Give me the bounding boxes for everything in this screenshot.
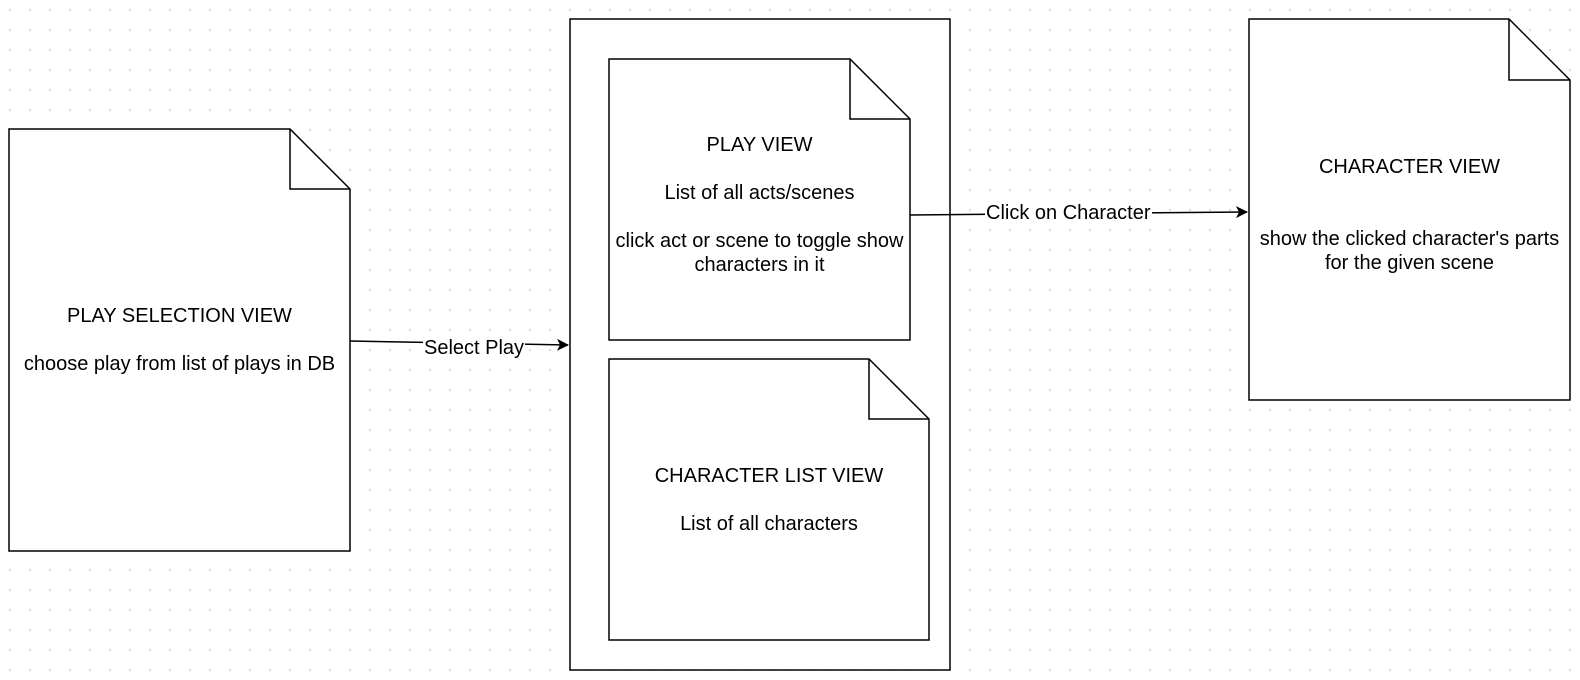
character-view-shape[interactable] <box>1248 18 1571 401</box>
play-view-acts-line: List of all acts/scenes <box>664 182 855 204</box>
play-selection-view-title: PLAY SELECTION VIEW <box>67 305 292 327</box>
click-character-label: Click on Character <box>985 201 1152 225</box>
character-list-view-text: CHARACTER LIST VIEW List of all characte… <box>609 440 929 560</box>
character-list-view-title: CHARACTER LIST VIEW <box>654 465 884 487</box>
play-view-title: PLAY VIEW <box>706 134 813 156</box>
play-selection-view-text: PLAY SELECTION VIEW choose play from lis… <box>9 250 350 430</box>
character-list-view-description: List of all characters <box>680 513 858 535</box>
play-view-text: PLAY VIEW List of all acts/scenes click … <box>609 105 910 305</box>
select-play-label: Select Play <box>423 336 526 360</box>
character-view-text: CHARACTER VIEW show the clicked characte… <box>1249 130 1570 300</box>
character-view-title: CHARACTER VIEW <box>1318 156 1501 178</box>
character-view-description: show the clicked character's parts for t… <box>1259 228 1560 274</box>
play-selection-view-shape[interactable] <box>8 128 351 552</box>
play-view-shape[interactable] <box>608 58 911 341</box>
character-list-view-shape[interactable] <box>608 358 930 641</box>
play-view-toggle-line: click act or scene to toggle show charac… <box>615 230 904 276</box>
play-selection-view-description: choose play from list of plays in DB <box>23 353 336 375</box>
